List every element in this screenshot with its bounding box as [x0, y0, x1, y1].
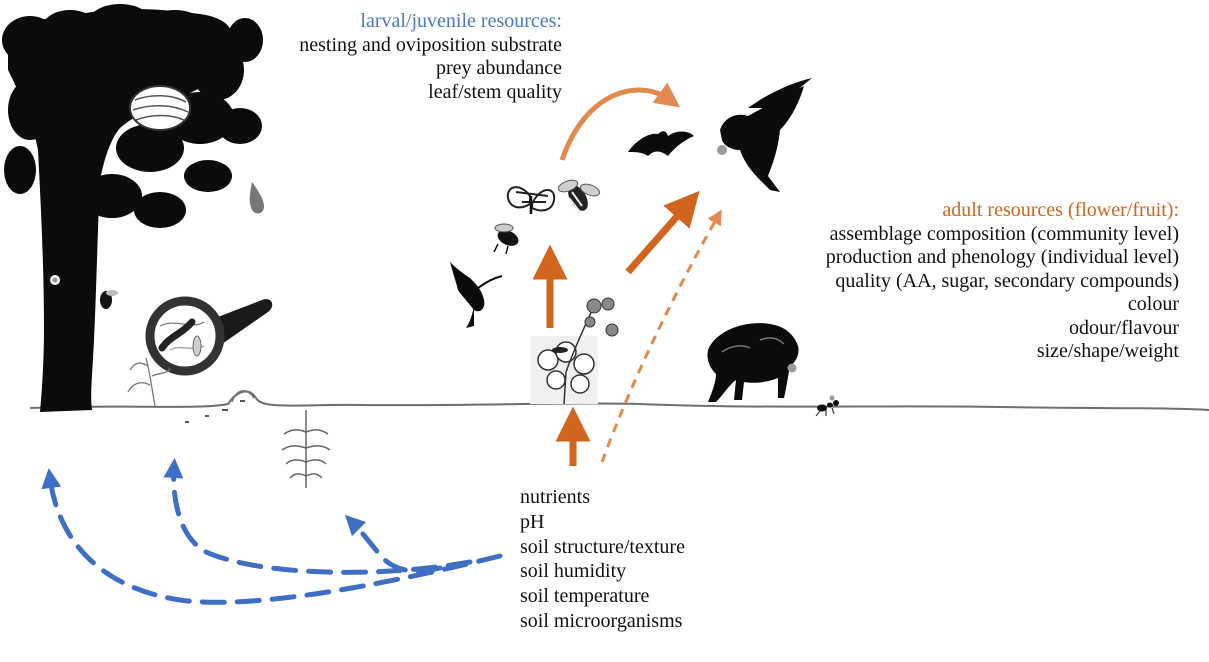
adult-heading: adult resources (flower/fruit): [826, 199, 1179, 223]
flowering-plant-icon [530, 298, 618, 404]
adult-item: odour/flavour [826, 317, 1179, 341]
parrot-icon [717, 78, 812, 192]
soil-item: soil temperature [520, 584, 685, 609]
wasp-icon [557, 178, 601, 214]
root-icon [282, 410, 330, 488]
larval-item: nesting and oviposition substrate [299, 34, 562, 58]
agouti-icon [707, 323, 798, 402]
ground-line [30, 391, 1209, 410]
soil-factors-block: nutrients pH soil structure/texture soil… [520, 485, 685, 634]
larval-resources-block: larval/juvenile resources: nesting and o… [299, 10, 562, 104]
bee-small-icon [100, 290, 118, 309]
adult-item: quality (AA, sugar, secondary compounds) [826, 270, 1179, 294]
adult-item: assemblage composition (community level) [826, 223, 1179, 247]
larval-heading: larval/juvenile resources: [299, 10, 562, 34]
adult-item: size/shape/weight [826, 340, 1179, 364]
bat-icon [628, 131, 694, 156]
magnifier-icon [150, 299, 272, 371]
adult-item: colour [826, 293, 1179, 317]
soil-item: soil structure/texture [520, 535, 685, 560]
nest-icon [130, 86, 190, 130]
soil-specks [185, 400, 245, 423]
soil-item: pH [520, 510, 685, 535]
soil-item: nutrients [520, 485, 685, 510]
adult-resources-block: adult resources (flower/fruit): assembla… [826, 199, 1179, 364]
tree-icon [2, 4, 264, 412]
hummingbird-icon [450, 262, 502, 328]
arrow-soil-to-frugivores [602, 216, 718, 462]
arrow-plant-to-vertebrates [628, 204, 688, 272]
soil-feedback-arrows [50, 468, 500, 602]
larval-item: leaf/stem quality [299, 81, 562, 105]
butterfly-icon [508, 187, 554, 214]
soil-item: soil microorganisms [520, 609, 685, 634]
larval-item: prey abundance [299, 57, 562, 81]
soil-item: soil humidity [520, 559, 685, 584]
adult-item: production and phenology (individual lev… [826, 246, 1179, 270]
bee-icon [494, 224, 521, 254]
ant-icon [816, 396, 839, 417]
